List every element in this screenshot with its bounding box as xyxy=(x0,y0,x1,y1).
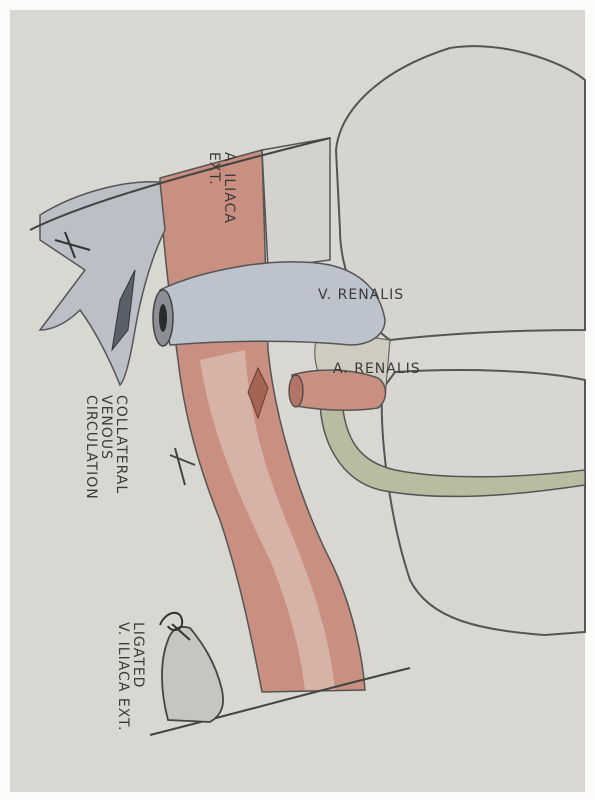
label-collateral-line2: VENOUS xyxy=(98,395,113,500)
label-v-renalis-text: V. RENALIS xyxy=(318,288,404,303)
label-v-renalis: V. RENALIS xyxy=(318,288,404,303)
label-collateral-line1: COLLATERAL xyxy=(113,395,128,500)
label-ligated-v-iliaca-ext: LIGATED V. ILIACA EXT. xyxy=(115,622,145,731)
vein-proximal-segment xyxy=(262,138,330,268)
a-renalis-lumen xyxy=(289,375,303,407)
label-collateral-line3: CIRCULATION xyxy=(83,395,98,500)
label-a-renalis-text: A. RENALIS xyxy=(333,362,421,377)
label-ligated-line1: LIGATED xyxy=(130,622,145,731)
label-a-iliaca-ext-line2: EXT. xyxy=(206,152,221,224)
label-collateral-venous-circulation: COLLATERAL VENOUS CIRCULATION xyxy=(83,395,128,500)
v-renalis-lumen-inner xyxy=(159,304,167,332)
label-a-renalis: A. RENALIS xyxy=(333,362,421,377)
label-a-iliaca-ext-line1: A. ILIACA xyxy=(221,152,236,224)
label-a-iliaca-ext: A. ILIACA EXT. xyxy=(206,152,236,224)
label-ligated-line2: V. ILIACA EXT. xyxy=(115,622,130,731)
